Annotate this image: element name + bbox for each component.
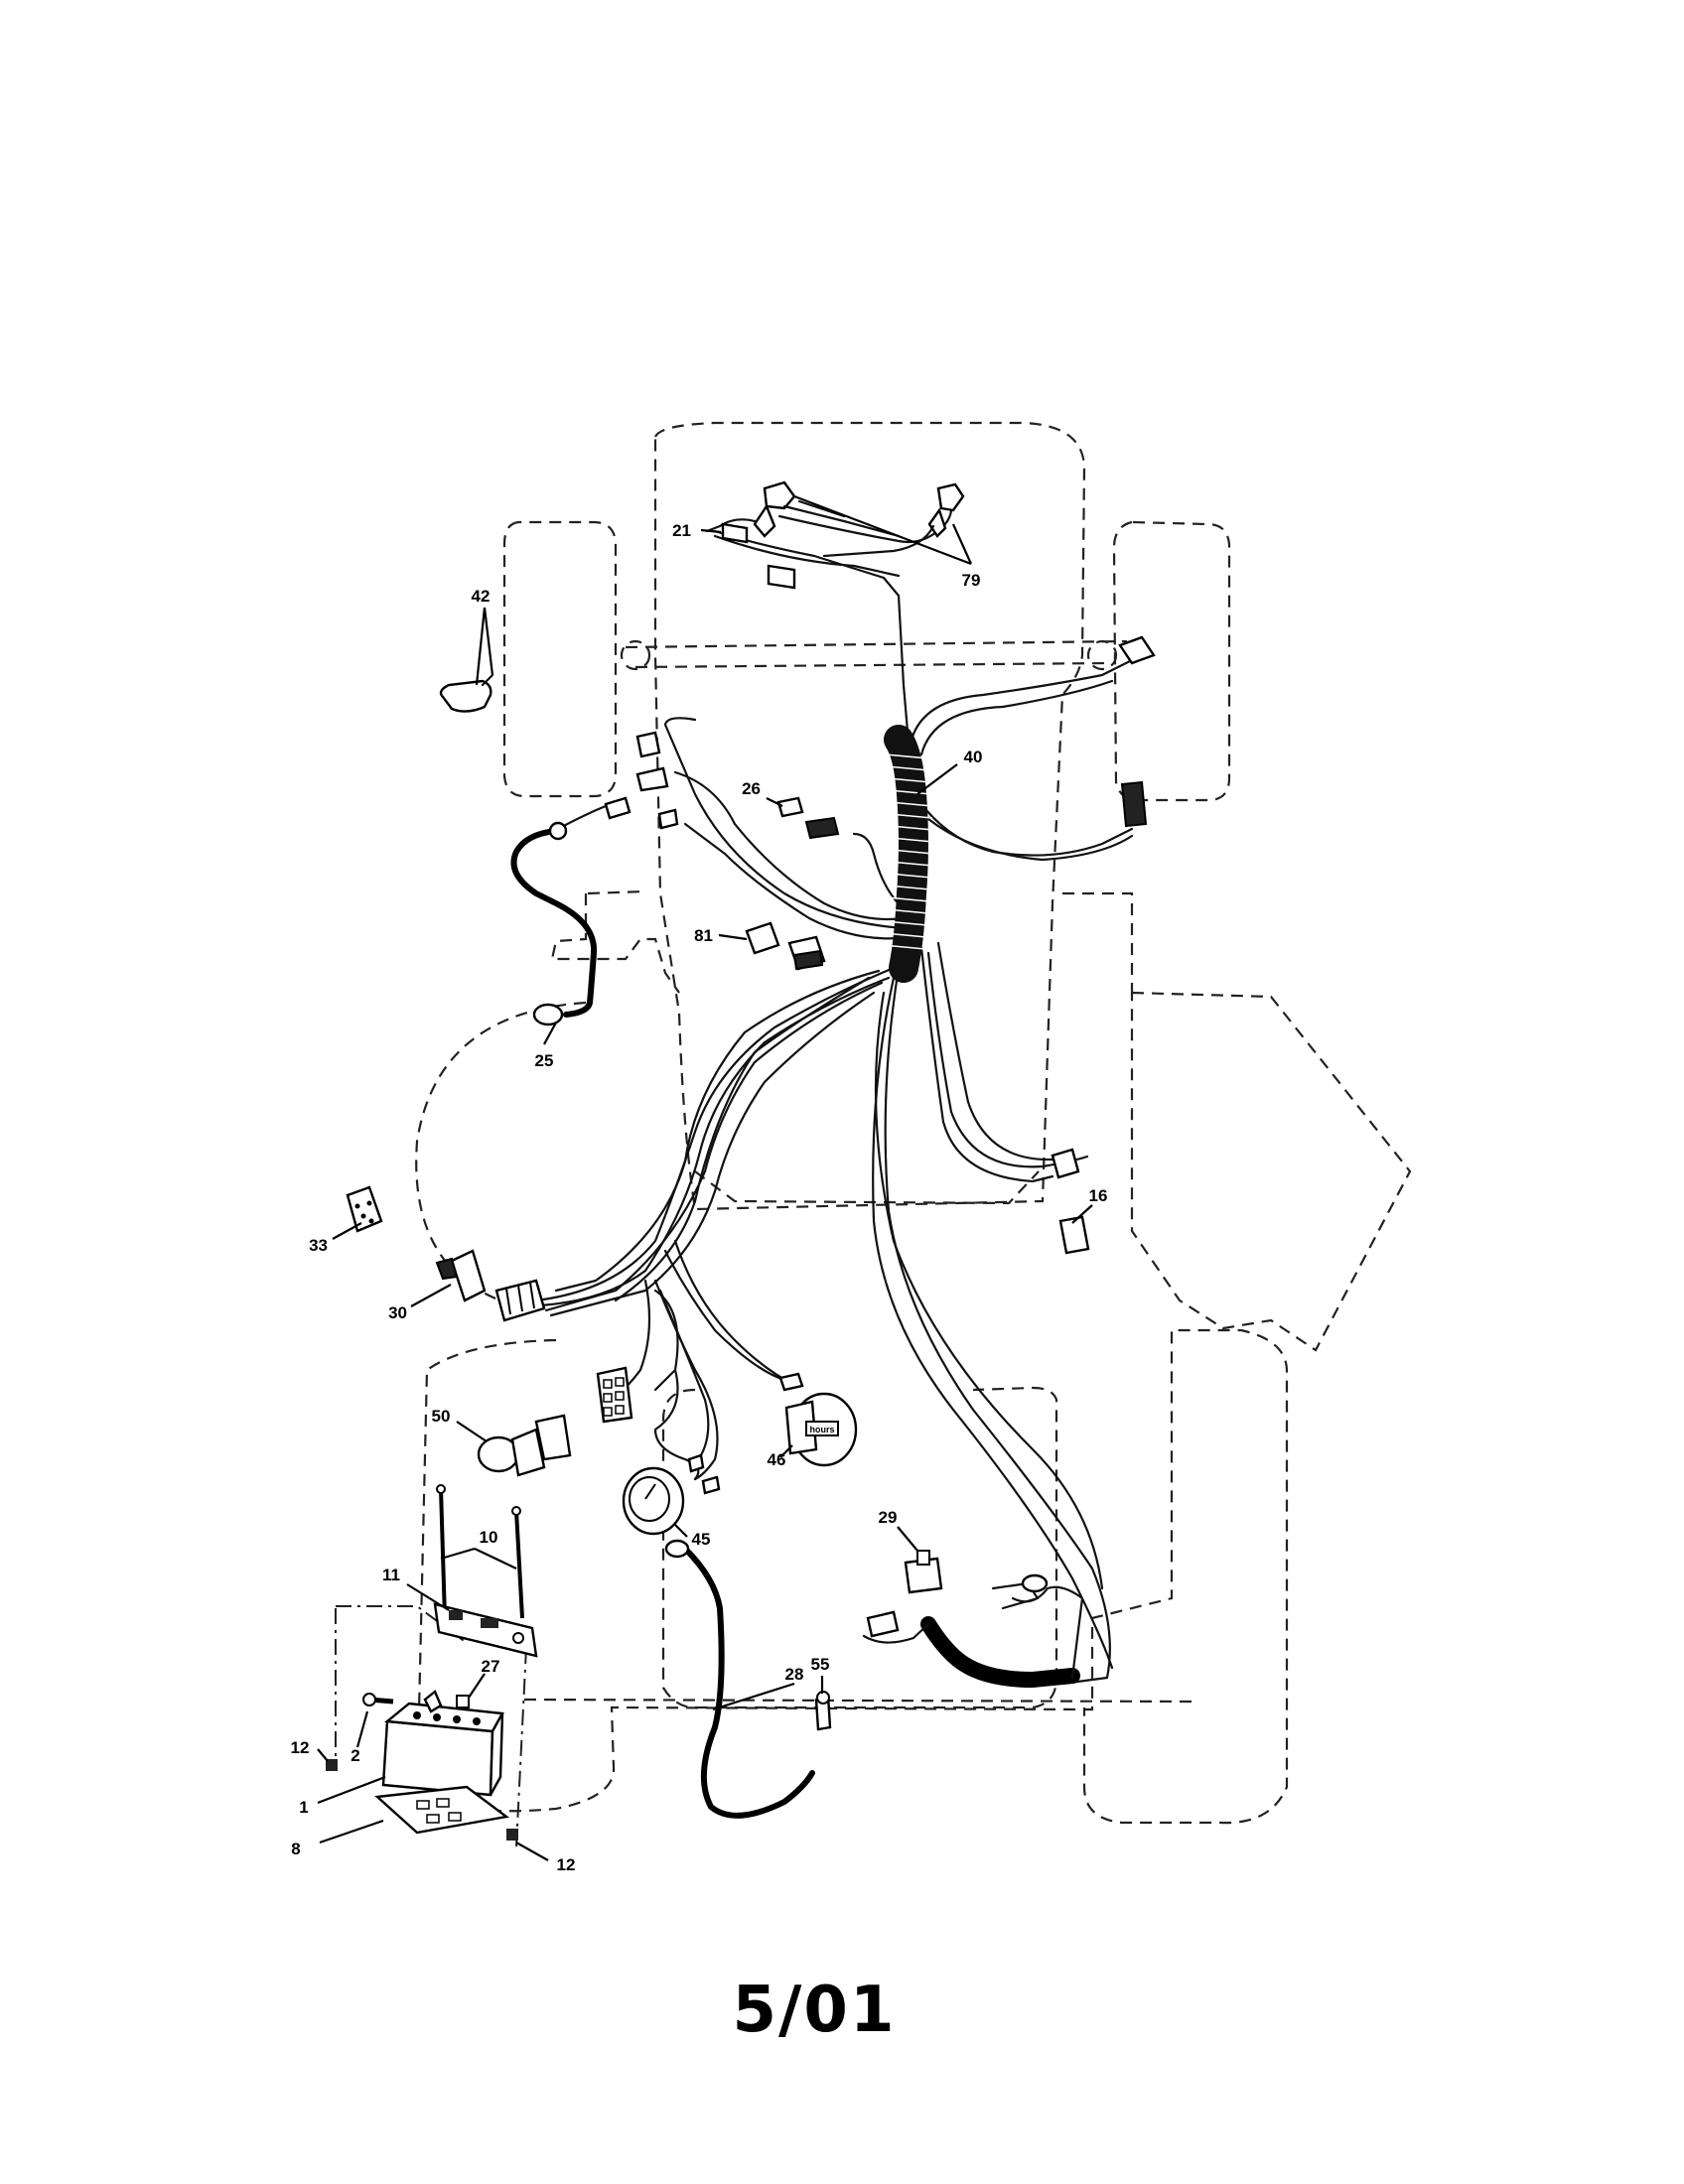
six-pin-plug (596, 1366, 633, 1424)
ign-branch-a (534, 966, 896, 1302)
part-16-switch (1051, 1148, 1090, 1255)
callout-33: 33 (309, 1236, 328, 1255)
left-front-branch (673, 770, 906, 921)
right-lower-branch (923, 807, 1134, 857)
ammeter-run-b (658, 1289, 710, 1466)
meter-run-b (673, 1239, 796, 1387)
callout-1: 1 (299, 1798, 308, 1817)
part-26-switch (776, 796, 840, 840)
rear-run-a (884, 966, 1111, 1686)
ign-branch-e (549, 991, 876, 1317)
right-upper-branch (910, 658, 1134, 742)
part-29-solenoid (866, 1550, 1049, 1638)
rear-run-c (874, 991, 1104, 1590)
left-front-branch-b (663, 717, 906, 930)
headlight-wire-d (797, 499, 846, 518)
right-spindle (1086, 639, 1118, 671)
left-front-branch-d (852, 832, 911, 915)
mower-deck-outline (1130, 991, 1412, 1352)
frame-left-rail (550, 893, 680, 994)
right-front-connectors (1118, 635, 1156, 828)
callout-45: 45 (692, 1530, 711, 1549)
callout-40: 40 (964, 748, 983, 766)
callout-50: 50 (432, 1407, 451, 1426)
right-run-16 (926, 951, 1089, 1168)
right-run-16-c (919, 946, 1054, 1183)
callout-8: 8 (291, 1840, 300, 1858)
part-11-holddown (433, 1602, 538, 1658)
date-code: 5/01 (733, 1974, 897, 2047)
callout-12-bottom: 12 (557, 1855, 576, 1874)
leader-lines (317, 494, 1093, 1861)
callout-81: 81 (694, 926, 713, 945)
left-front-branch-c (683, 822, 901, 940)
right-upper-branch-b (919, 679, 1114, 756)
callout-26: 26 (742, 779, 761, 798)
left-front-tire (502, 520, 618, 798)
rear-loom (862, 1581, 1084, 1689)
main-harness (534, 499, 1134, 1686)
callout-12-top: 12 (291, 1738, 310, 1757)
part-42-strap (439, 673, 494, 713)
right-front-tire (1112, 520, 1231, 802)
frame-center (587, 889, 1134, 1205)
callout-16: 16 (1089, 1186, 1108, 1205)
part-10-rods (436, 1484, 524, 1619)
left-spindle (620, 639, 651, 671)
callout-42: 42 (472, 587, 491, 606)
right-run-16-b (936, 941, 1054, 1161)
part-25-eyelet (532, 1003, 564, 1026)
part-30-ignition-switch (435, 1249, 546, 1322)
ign-branch-d (554, 969, 881, 1293)
battery-clamp-dashdot (515, 1647, 527, 1847)
headlight-wire-b (713, 534, 901, 578)
rear-run-b (872, 976, 1114, 1670)
right-lower-branch-b (926, 817, 1134, 862)
seat-area (415, 1328, 1289, 1825)
connector-21 (721, 522, 796, 590)
hood-outline (653, 421, 1086, 1211)
left-deck-arc (415, 1001, 587, 1310)
part-8-tray (374, 1785, 509, 1835)
callout-labels: 21 79 42 40 26 81 25 33 30 16 50 46 10 1… (291, 521, 1108, 1874)
part-46-hour-meter: hours (778, 1372, 858, 1467)
part-50-pto-switch (477, 1414, 572, 1477)
callout-27: 27 (482, 1657, 500, 1676)
ign-branch-c (544, 981, 884, 1312)
meter-run (663, 1249, 786, 1382)
hour-meter-label: hours (809, 1425, 834, 1434)
callout-2: 2 (351, 1746, 359, 1765)
headlight-wire-a (713, 529, 911, 745)
callout-30: 30 (388, 1303, 407, 1322)
callout-10: 10 (480, 1528, 498, 1547)
callout-21: 21 (672, 521, 691, 540)
plug-run-b (653, 1289, 679, 1392)
part-1-battery (381, 1690, 504, 1797)
headlight-sockets-79 (705, 480, 965, 558)
callout-28: 28 (785, 1665, 804, 1684)
callout-29: 29 (879, 1508, 898, 1527)
callout-55: 55 (811, 1655, 830, 1674)
callout-25: 25 (535, 1051, 554, 1070)
small-hardware (326, 1691, 832, 1841)
harness-loom-40 (882, 725, 934, 983)
callout-79: 79 (962, 571, 981, 590)
part-81-relay (745, 921, 826, 971)
ground-cable-25 (510, 828, 598, 1018)
part-33-bracket (346, 1185, 383, 1233)
seat-pan (661, 1386, 1058, 1709)
fuse-holders (548, 731, 679, 841)
front-axle-outline (625, 639, 1128, 669)
callout-11: 11 (382, 1566, 400, 1584)
rear-axle (523, 1698, 1193, 1704)
battery-cable-28 (682, 1546, 815, 1819)
part-45-ammeter (622, 1453, 721, 1559)
callout-46: 46 (768, 1450, 786, 1469)
